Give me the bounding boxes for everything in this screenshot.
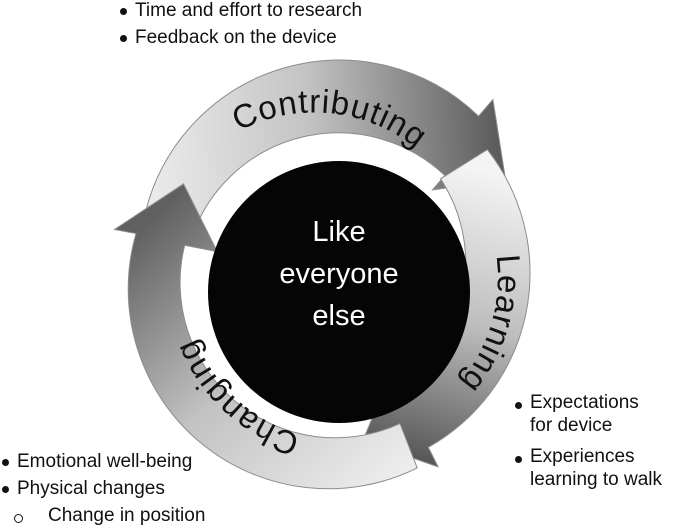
contributing-bullet-item: Time and effort to research — [118, 0, 362, 24]
contributing-bullet-list: Time and effort to research Feedback on … — [118, 0, 362, 51]
learning-bullet-item: Expectations for device — [513, 391, 662, 437]
learning-bullet-item: Experiences learning to walk — [513, 445, 662, 491]
center-circle — [208, 161, 470, 423]
center-line-1: Like — [312, 216, 365, 248]
center-line-2: everyone — [279, 258, 398, 290]
learning-bullet-line: Expectations — [530, 392, 639, 413]
learning-bullet-line: Experiences — [530, 446, 635, 467]
changing-bullet-list: Emotional well-being Physical changes Ch… — [0, 448, 205, 529]
center-line-3: else — [312, 300, 365, 332]
contributing-arrow — [144, 59, 507, 238]
learning-bullet-list: Expectations for device Experiences lear… — [513, 391, 662, 499]
changing-sub-bullet-item: Change in position — [0, 502, 205, 529]
contributing-bullet-item: Feedback on the device — [118, 24, 362, 51]
changing-arrow — [113, 183, 418, 490]
learning-bullet-line: for device — [530, 415, 613, 436]
changing-bullet-item: Physical changes — [0, 475, 205, 502]
changing-bullet-item: Emotional well-being — [0, 448, 205, 475]
learning-bullet-line: learning to walk — [530, 469, 663, 490]
